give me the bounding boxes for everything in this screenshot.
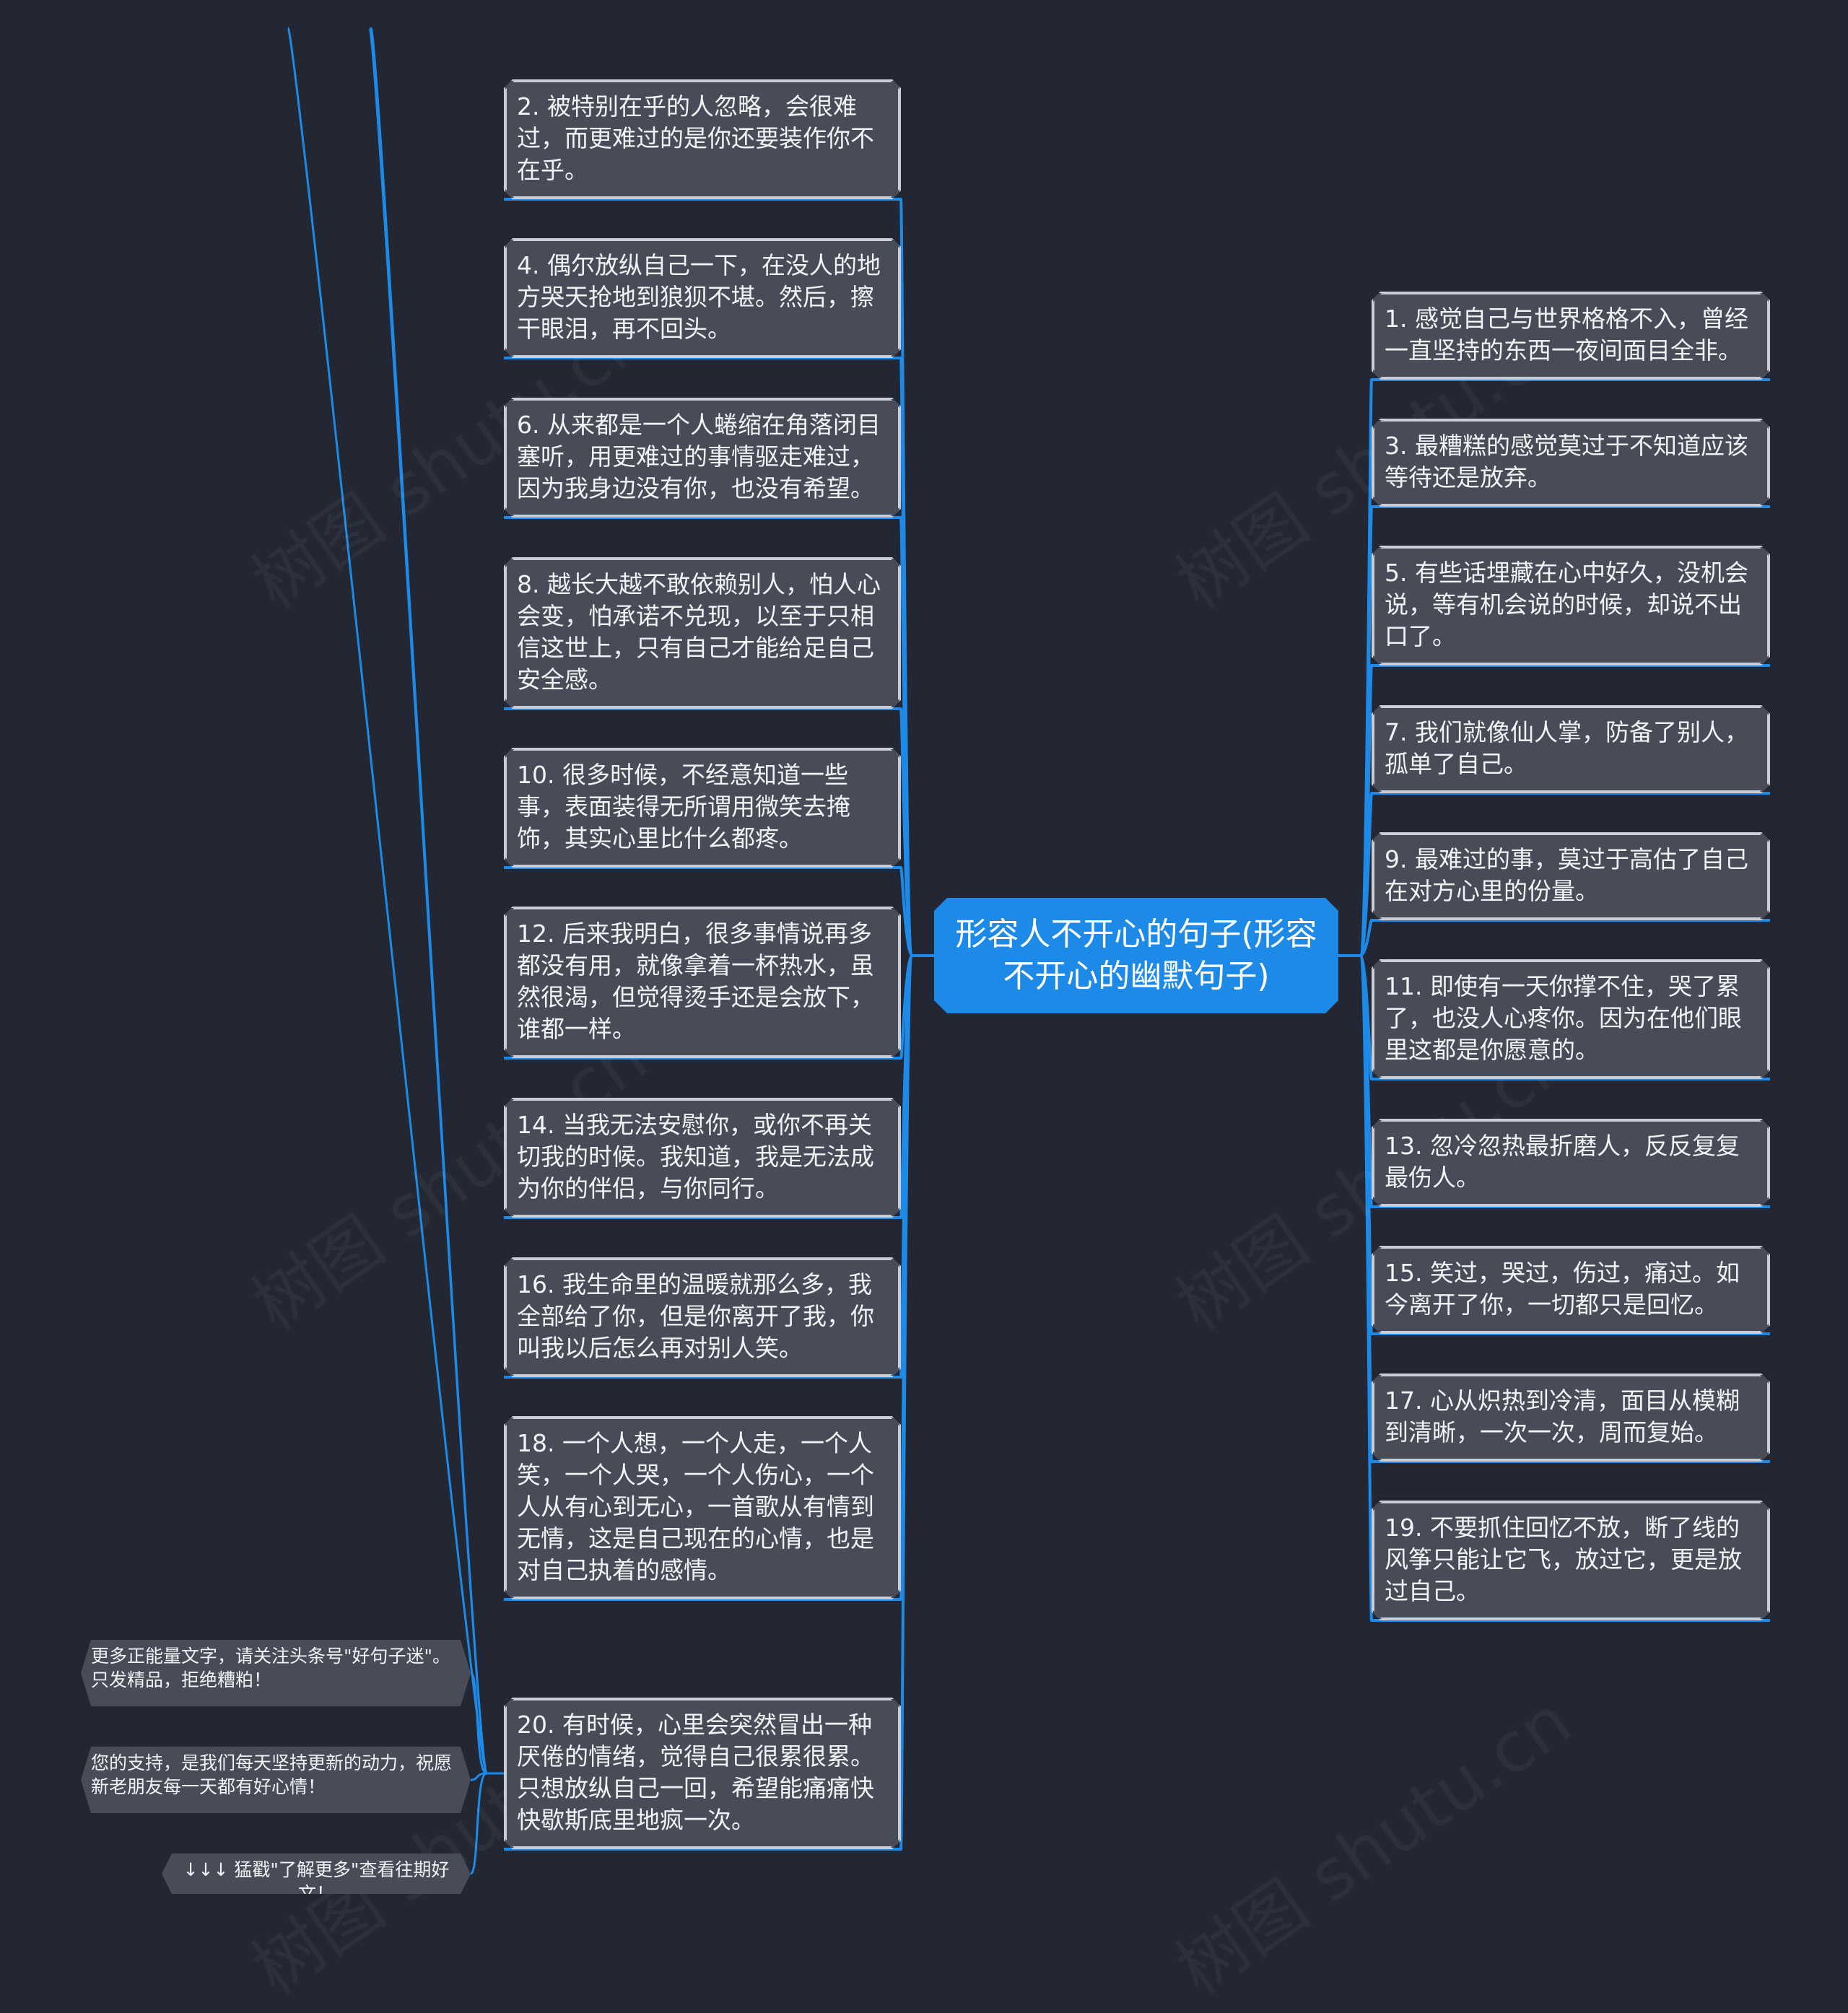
link-left-4 — [504, 866, 934, 957]
right-node-9[interactable]: 9. 最难过的事，莫过于高估了自己在对方心里的份量。 — [1372, 832, 1770, 920]
right-node-3[interactable]: 3. 最糟糕的感觉莫过于不知道应该等待还是放弃。 — [1372, 419, 1770, 507]
sub-node-text: 您的支持，是我们每天坚持更新的动力，祝愿新老朋友每一天都有好心情！ — [91, 1752, 453, 1797]
sub-node-learn-more[interactable]: ↓↓↓ 猛戳"了解更多"查看往期好文！ — [162, 1853, 471, 1894]
right-node-19[interactable]: 19. 不要抓住回忆不放，断了线的风筝只能让它飞，放过它，更是放过自己。 — [1372, 1501, 1770, 1620]
left-node-16[interactable]: 16. 我生命里的温暖就那么多，我全部给了你，但是你离开了我，你叫我以后怎么再对… — [504, 1257, 901, 1377]
link-sub-5 — [287, 27, 504, 1775]
node-text: 13. 忽冷忽热最折磨人，反反复复最伤人。 — [1385, 1132, 1740, 1192]
left-node-2[interactable]: 2. 被特别在乎的人忽略，会很难过，而更难过的是你还要装作你不在乎。 — [504, 79, 901, 199]
right-node-15[interactable]: 15. 笑过，哭过，伤过，痛过。如今离开了你，一切都只是回忆。 — [1372, 1246, 1770, 1334]
link-right-3 — [1338, 792, 1770, 957]
right-node-5[interactable]: 5. 有些话埋藏在心中好久，没机会说，等有机会说的时候，却说不出口了。 — [1372, 546, 1770, 665]
node-text: 1. 感觉自己与世界格格不入，曾经一直坚持的东西一夜间面目全非。 — [1385, 305, 1748, 364]
central-topic-label: 形容人不开心的句子(形容不开心的幽默句子) — [955, 916, 1317, 995]
sub-node-support[interactable]: 您的支持，是我们每天坚持更新的动力，祝愿新老朋友每一天都有好心情！ — [81, 1747, 471, 1813]
link-right-9 — [1338, 954, 1770, 1622]
sub-node-text: 更多正能量文字，请关注头条号"好句子迷"。只发精品，拒绝糟粕！ — [91, 1646, 450, 1690]
link-left-9 — [504, 954, 934, 1851]
node-text: 17. 心从炽热到冷清，面目从模糊到清晰，一次一次，周而复始。 — [1385, 1387, 1740, 1446]
link-sub-0 — [469, 1672, 504, 1775]
node-text: 18. 一个人想，一个人走，一个人笑，一个人哭，一个人伤心，一个人从有心到无心，… — [517, 1429, 874, 1584]
node-text: 9. 最难过的事，莫过于高估了自己在对方心里的份量。 — [1385, 845, 1748, 905]
link-sub-4 — [469, 1772, 504, 1875]
node-text: 15. 笑过，哭过，伤过，痛过。如今离开了你，一切都只是回忆。 — [1385, 1259, 1740, 1319]
node-text: 4. 偶尔放纵自己一下，在没人的地方哭天抢地到狼狈不堪。然后，擦干眼泪，再不回头… — [517, 251, 881, 343]
right-node-7[interactable]: 7. 我们就像仙人掌，防备了别人，孤单了自己。 — [1372, 705, 1770, 793]
left-node-14[interactable]: 14. 当我无法安慰你，或你不再关切我的时候。我知道，我是无法成为你的伴侣，与你… — [504, 1098, 901, 1218]
node-text: 14. 当我无法安慰你，或你不再关切我的时候。我知道，我是无法成为你的伴侣，与你… — [517, 1111, 874, 1202]
node-text: 7. 我们就像仙人掌，防备了别人，孤单了自己。 — [1385, 718, 1748, 778]
left-node-8[interactable]: 8. 越长大越不敢依赖别人，怕人心会变，怕承诺不兑现，以至于只相信这世上，只有自… — [504, 557, 901, 709]
right-node-17[interactable]: 17. 心从炽热到冷清，面目从模糊到清晰，一次一次，周而复始。 — [1372, 1374, 1770, 1462]
right-node-1[interactable]: 1. 感觉自己与世界格格不入，曾经一直坚持的东西一夜间面目全非。 — [1372, 292, 1770, 380]
left-node-18[interactable]: 18. 一个人想，一个人走，一个人笑，一个人哭，一个人伤心，一个人从有心到无心，… — [504, 1416, 901, 1599]
node-text: 2. 被特别在乎的人忽略，会很难过，而更难过的是你还要装作你不在乎。 — [517, 92, 874, 184]
left-node-12[interactable]: 12. 后来我明白，很多事情说再多都没有用，就像拿着一杯热水，虽然很渴，但觉得烫… — [504, 907, 901, 1058]
node-text: 6. 从来都是一个人蜷缩在角落闭目塞听，用更难过的事情驱走难过，因为我身边没有你… — [517, 411, 881, 502]
left-node-4[interactable]: 4. 偶尔放纵自己一下，在没人的地方哭天抢地到狼狈不堪。然后，擦干眼泪，再不回头… — [504, 238, 901, 358]
node-text: 8. 越长大越不敢依赖别人，怕人心会变，怕承诺不兑现，以至于只相信这世上，只有自… — [517, 570, 881, 694]
link-left-3 — [504, 707, 934, 957]
node-text: 10. 很多时候，不经意知道一些事，表面装得无所谓用微笑去掩饰，其实心里比什么都… — [517, 761, 850, 852]
node-text: 19. 不要抓住回忆不放，断了线的风筝只能让它飞，放过它，更是放过自己。 — [1385, 1514, 1742, 1605]
node-text: 3. 最糟糕的感觉莫过于不知道应该等待还是放弃。 — [1385, 432, 1748, 492]
node-text: 16. 我生命里的温暖就那么多，我全部给了你，但是你离开了我，你叫我以后怎么再对… — [517, 1270, 874, 1362]
left-node-20[interactable]: 20. 有时候，心里会突然冒出一种厌倦的情绪，觉得自己很累很累。只想放纵自己一回… — [504, 1698, 901, 1849]
central-topic[interactable]: 形容人不开心的句子(形容不开心的幽默句子) — [934, 898, 1338, 1013]
node-text: 5. 有些话埋藏在心中好久，没机会说，等有机会说的时候，却说不出口了。 — [1385, 559, 1748, 650]
right-node-11[interactable]: 11. 即使有一天你撑不住，哭了累了，也没人心疼你。因为在他们眼里这都是你愿意的… — [1372, 959, 1770, 1079]
right-node-13[interactable]: 13. 忽冷忽热最折磨人，反反复复最伤人。 — [1372, 1119, 1770, 1207]
left-node-6[interactable]: 6. 从来都是一个人蜷缩在角落闭目塞听，用更难过的事情驱走难过，因为我身边没有你… — [504, 398, 901, 518]
node-text: 20. 有时候，心里会突然冒出一种厌倦的情绪，觉得自己很累很累。只想放纵自己一回… — [517, 1711, 874, 1834]
node-text: 11. 即使有一天你撑不住，哭了累了，也没人心疼你。因为在他们眼里这都是你愿意的… — [1385, 972, 1742, 1064]
sub-node-follow[interactable]: 更多正能量文字，请关注头条号"好句子迷"。只发精品，拒绝糟粕！ — [81, 1640, 471, 1706]
left-node-10[interactable]: 10. 很多时候，不经意知道一些事，表面装得无所谓用微笑去掩饰，其实心里比什么都… — [504, 748, 901, 868]
link-right-4 — [1338, 919, 1770, 957]
sub-node-text: ↓↓↓ 猛戳"了解更多"查看往期好文！ — [183, 1859, 450, 1894]
link-sub-3 — [370, 27, 504, 1775]
node-text: 12. 后来我明白，很多事情说再多都没有用，就像拿着一杯热水，虽然很渴，但觉得烫… — [517, 920, 874, 1043]
